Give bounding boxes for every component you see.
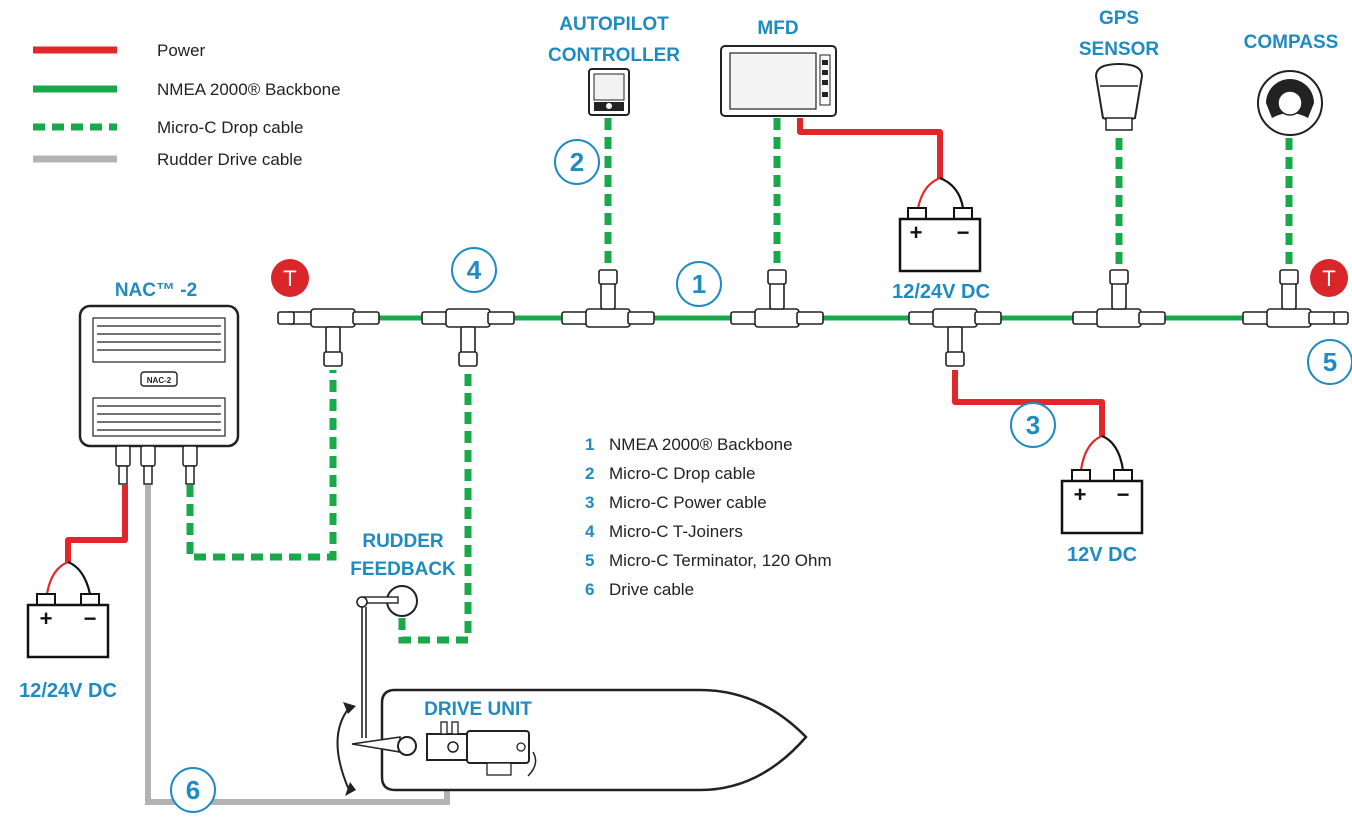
nac-badge-text: NAC-2 [147,376,172,385]
callout-circle [676,261,722,307]
svg-text:T: T [283,266,296,291]
list-num: 4 [585,522,595,541]
callouts [170,139,1352,813]
power-mfd [797,118,943,178]
legend-drop-label: Micro-C Drop cable [157,118,303,137]
list-num: 5 [585,551,594,570]
nac-unit-icon [78,304,240,485]
autopilot-label-line1: AUTOPILOT [559,14,669,35]
list-text: Micro-C Power cable [609,493,767,512]
battery-backbone-icon [1060,469,1144,535]
callout-circle [451,247,497,293]
legend: Power NMEA 2000® Backbone Micro-C Drop c… [33,41,341,169]
list-num: 3 [585,493,594,512]
callout-1: 1 [692,269,706,299]
rudder-feedback-label-line2: FEEDBACK [350,559,456,580]
list-num: 2 [585,464,594,483]
callout-circle [1307,339,1352,385]
t-joiner [421,308,515,367]
battery-nac-icon [26,593,110,659]
list-text: Drive cable [609,580,694,599]
t-joiner [1242,269,1336,328]
battery-minus: − [1117,482,1130,507]
callout-2: 2 [570,147,584,177]
autopilot-label-line2: CONTROLLER [548,45,680,66]
list-text: NMEA 2000® Backbone [609,435,793,454]
gps-label-line2: SENSOR [1079,39,1160,60]
battery-minus: − [84,606,97,631]
numbered-list: 1 NMEA 2000® Backbone 2 Micro-C Drop cab… [585,435,832,599]
mfd-icon [720,45,837,117]
battery-mfd-icon [898,207,982,273]
nac-label: NAC™ -2 [115,280,197,301]
battery-nac-label: 12/24V DC [19,680,117,702]
list-text: Micro-C Drop cable [609,464,755,483]
svg-text:T: T [1322,266,1335,291]
callout-circle [1010,402,1056,448]
terminator-left-plug [277,311,295,325]
gps-sensor-icon [1094,62,1144,131]
drive-unit-label: DRIVE UNIT [424,699,532,720]
drop-nac-to-tjoiner [186,370,337,561]
power-cables [65,118,1105,562]
power-nac [65,485,128,562]
callout-6: 6 [186,775,200,805]
callout-circle [554,139,600,185]
battery-mfd-label: 12/24V DC [892,281,990,303]
battery-plus: + [1074,482,1087,507]
legend-rudder-label: Rudder Drive cable [157,150,303,169]
callout-circle [170,767,216,813]
t-joiner [561,269,655,328]
t-joiner [1072,269,1166,328]
rudder-feedback-label-line1: RUDDER [362,531,444,552]
legend-backbone-label: NMEA 2000® Backbone [157,80,341,99]
callout-5: 5 [1323,347,1337,377]
callout-4: 4 [467,255,482,285]
t-joiner [286,308,380,367]
power-backbone [952,370,1105,436]
list-text: Micro-C T-Joiners [609,522,743,541]
list-num: 6 [585,580,594,599]
drop-rudder-feedback [398,370,472,644]
drop-cables [186,118,1293,644]
drive-unit-icon [336,702,537,796]
battery-plus: + [910,220,923,245]
backbone-connectors [277,269,1349,367]
battery-plus: + [40,606,53,631]
battery-minus: − [957,220,970,245]
legend-power-label: Power [157,41,206,60]
terminator-left: T [271,259,309,297]
t-joiner [908,308,1002,367]
compass-label: COMPASS [1244,32,1339,53]
battery-leads [45,176,1125,595]
list-text: Micro-C Terminator, 120 Ohm [609,551,832,570]
callout-3: 3 [1026,410,1040,440]
mfd-label: MFD [757,18,798,39]
rudder-feedback-icon [356,585,418,738]
terminator-right-plug [1333,311,1349,325]
terminator-right: T [1310,259,1348,297]
t-joiner [730,269,824,328]
battery-backbone-label: 12V DC [1067,544,1137,566]
autopilot-controller-icon [588,68,630,116]
gps-label-line1: GPS [1099,8,1139,29]
compass-icon [1257,70,1323,136]
list-num: 1 [585,435,594,454]
